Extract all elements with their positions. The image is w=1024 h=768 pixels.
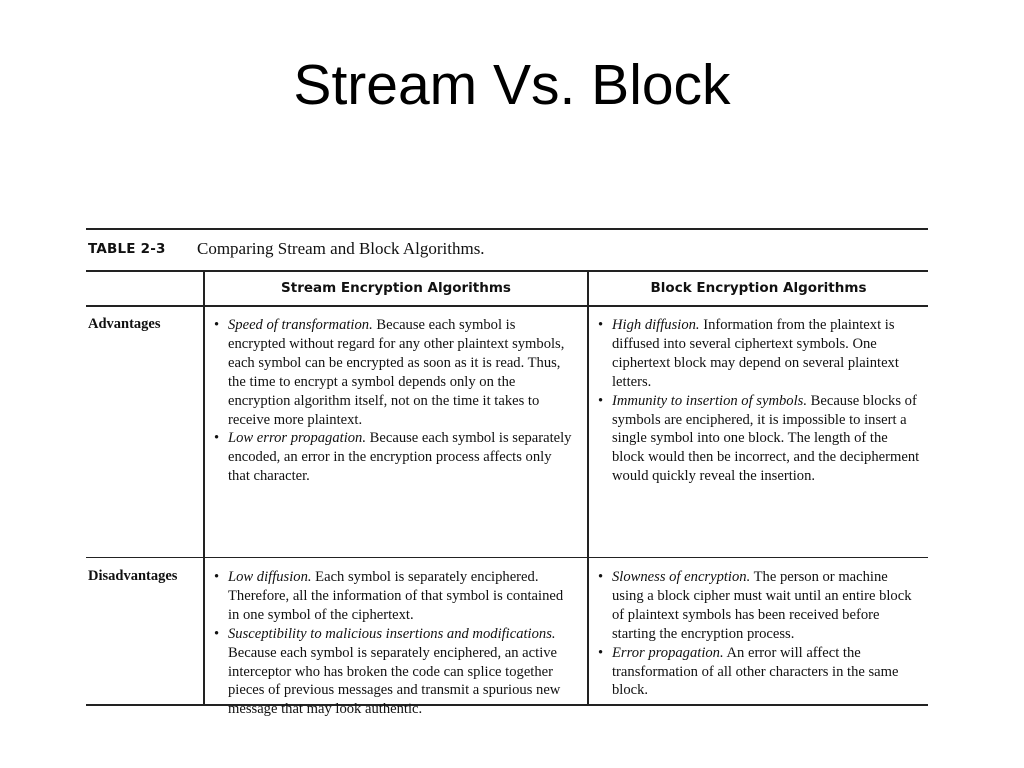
table-label: TABLE 2-3 bbox=[88, 241, 166, 257]
table-grid: Stream Encryption Algorithms Block Encry… bbox=[86, 270, 928, 717]
item-term: Low error propagation. bbox=[228, 430, 366, 447]
row-label-advantages: Advantages bbox=[88, 316, 161, 332]
list-item: • Error propagation. An error will affec… bbox=[596, 644, 922, 701]
column-divider bbox=[203, 272, 205, 704]
header-rule bbox=[86, 305, 928, 307]
bullet-icon: • bbox=[214, 430, 220, 447]
cell-advantages-block: • High diffusion. Information from the p… bbox=[596, 316, 922, 486]
column-divider bbox=[587, 272, 589, 704]
list-item: • Low error propagation. Because each sy… bbox=[212, 429, 576, 486]
item-term: Susceptibility to malicious insertions a… bbox=[228, 625, 556, 642]
list-item: • Slowness of encryption. The person or … bbox=[596, 568, 922, 644]
cell-disadvantages-stream: • Low diffusion. Each symbol is separate… bbox=[212, 568, 576, 719]
item-term: Speed of transformation. bbox=[228, 317, 373, 333]
cell-advantages-stream: • Speed of transformation. Because each … bbox=[212, 316, 576, 486]
item-term: Immunity to insertion of symbols. bbox=[612, 392, 807, 409]
bullet-icon: • bbox=[214, 625, 220, 642]
row-divider bbox=[86, 557, 928, 558]
row-label-disadvantages: Disadvantages bbox=[88, 568, 178, 584]
list-item: • Low diffusion. Each symbol is separate… bbox=[212, 568, 576, 625]
item-term: Low diffusion. bbox=[228, 569, 312, 585]
item-text: An error will affect the transformation … bbox=[612, 644, 899, 699]
item-term: High diffusion. bbox=[612, 317, 700, 333]
item-text: Because each symbol is separately encode… bbox=[228, 430, 572, 485]
item-term: Error propagation. bbox=[612, 644, 724, 661]
list-item: • Susceptibility to malicious insertions… bbox=[212, 625, 576, 720]
bullet-icon: • bbox=[214, 569, 220, 585]
bullet-icon: • bbox=[598, 644, 604, 661]
item-text: The person or machine using a block ciph… bbox=[612, 569, 912, 642]
item-text: Information from the plaintext is diffus… bbox=[612, 317, 899, 390]
bullet-icon: • bbox=[598, 317, 604, 333]
item-text: Because blocks of symbols are enciphered… bbox=[612, 392, 920, 485]
bullet-icon: • bbox=[598, 392, 604, 409]
list-item: • Speed of transformation. Because each … bbox=[212, 316, 576, 429]
table-caption-text: Comparing Stream and Block Algorithms. bbox=[197, 239, 485, 258]
cell-disadvantages-block: • Slowness of encryption. The person or … bbox=[596, 568, 922, 700]
list-item: • Immunity to insertion of symbols. Beca… bbox=[596, 392, 922, 487]
column-header-block: Block Encryption Algorithms bbox=[650, 280, 867, 296]
bullet-icon: • bbox=[598, 569, 604, 585]
bullet-icon: • bbox=[214, 317, 220, 333]
comparison-table: TABLE 2-3 Comparing Stream and Block Alg… bbox=[86, 228, 928, 717]
item-text: Each symbol is separately enciphered. Th… bbox=[228, 569, 564, 623]
slide-title: Stream Vs. Block bbox=[293, 53, 731, 117]
item-text: Because each symbol is encrypted without… bbox=[228, 317, 565, 428]
item-text: Because each symbol is separately enciph… bbox=[228, 644, 561, 718]
item-term: Slowness of encryption. bbox=[612, 569, 751, 585]
list-item: • High diffusion. Information from the p… bbox=[596, 316, 922, 392]
column-header-stream: Stream Encryption Algorithms bbox=[281, 280, 511, 296]
table-caption: TABLE 2-3 Comparing Stream and Block Alg… bbox=[86, 228, 928, 270]
